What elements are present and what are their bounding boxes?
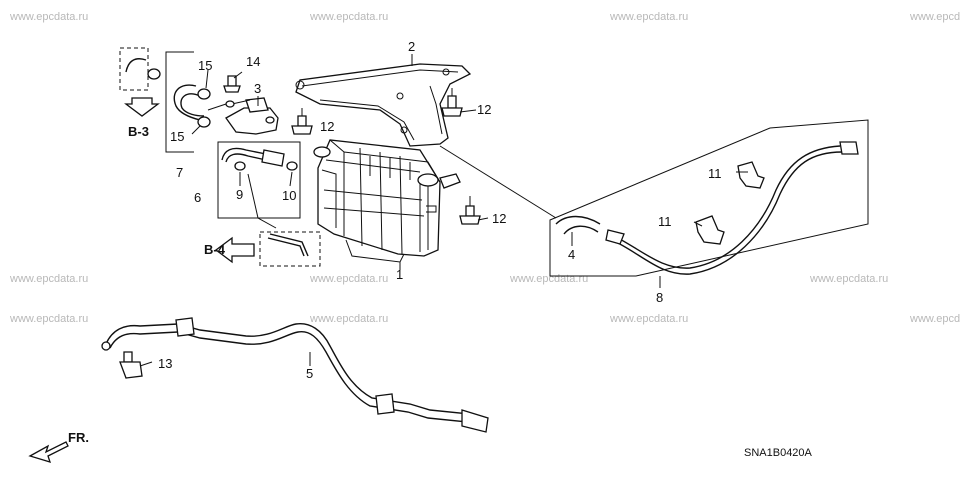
callout-4: 4 [568, 247, 575, 262]
callout-15-upper: 15 [198, 58, 212, 73]
bolt-13 [119, 351, 143, 379]
callout-5: 5 [306, 366, 313, 381]
watermark: www.epcdata.ru [509, 273, 588, 285]
hose-group-7 [165, 51, 227, 153]
watermarks: www.epcdata.ru www.epcdata.ru www.epcdat… [9, 11, 960, 325]
watermark: www.epcdata.ru [609, 11, 688, 23]
watermark: www.epcdata.ru [909, 313, 960, 325]
callout-1: 1 [396, 267, 403, 282]
callout-7: 7 [176, 165, 183, 180]
reference-b4: B-4 [204, 242, 226, 257]
callout-13: 13 [158, 356, 172, 371]
watermark: www.epcdata.ru [9, 273, 88, 285]
watermark: www.epcdata.ru [309, 313, 388, 325]
callout-8: 8 [656, 290, 663, 305]
watermark: www.epcdata.ru [909, 11, 960, 23]
leader-lines [139, 54, 748, 367]
canister-assembly [313, 139, 461, 263]
watermark: www.epcdata.ru [309, 273, 388, 285]
callout-11-lower: 11 [658, 214, 672, 229]
callout-6: 6 [194, 190, 201, 205]
callout-9: 9 [236, 187, 243, 202]
watermark: www.epcdata.ru [309, 11, 388, 23]
watermark: www.epcdata.ru [609, 313, 688, 325]
callout-2: 2 [408, 39, 415, 54]
hose-group-6 [217, 141, 301, 229]
b3-connector-detail [119, 47, 161, 117]
front-direction-arrow: FR. [28, 430, 89, 463]
canister-bracket [295, 63, 472, 147]
callout-11-upper: 11 [708, 166, 722, 181]
callout-14: 14 [246, 54, 260, 69]
callout-12-middle: 12 [320, 119, 334, 134]
pipe-5 [101, 317, 489, 433]
watermark: www.epcdata.ru [809, 273, 888, 285]
b4-connector-detail [214, 231, 321, 267]
reference-b3: B-3 [128, 124, 149, 139]
bolt-14 [223, 75, 241, 93]
callout-12-upper: 12 [477, 102, 491, 117]
callout-3: 3 [254, 81, 261, 96]
bolt-12-middle [291, 108, 313, 135]
front-label: FR. [68, 430, 89, 445]
purge-valve [225, 97, 279, 135]
callouts: 1 2 3 4 5 6 7 8 9 10 11 11 12 12 12 13 1… [158, 39, 722, 381]
bolt-12-upper [441, 88, 463, 117]
callout-10: 10 [282, 188, 296, 203]
diagram-code: SNA1B0420A [744, 447, 813, 459]
callout-12-lower: 12 [492, 211, 506, 226]
watermark: www.epcdata.ru [9, 11, 88, 23]
callout-15-lower: 15 [170, 129, 184, 144]
watermark: www.epcdata.ru [9, 313, 88, 325]
bolt-12-lower [459, 196, 481, 225]
tube-assembly-8 [549, 119, 869, 277]
